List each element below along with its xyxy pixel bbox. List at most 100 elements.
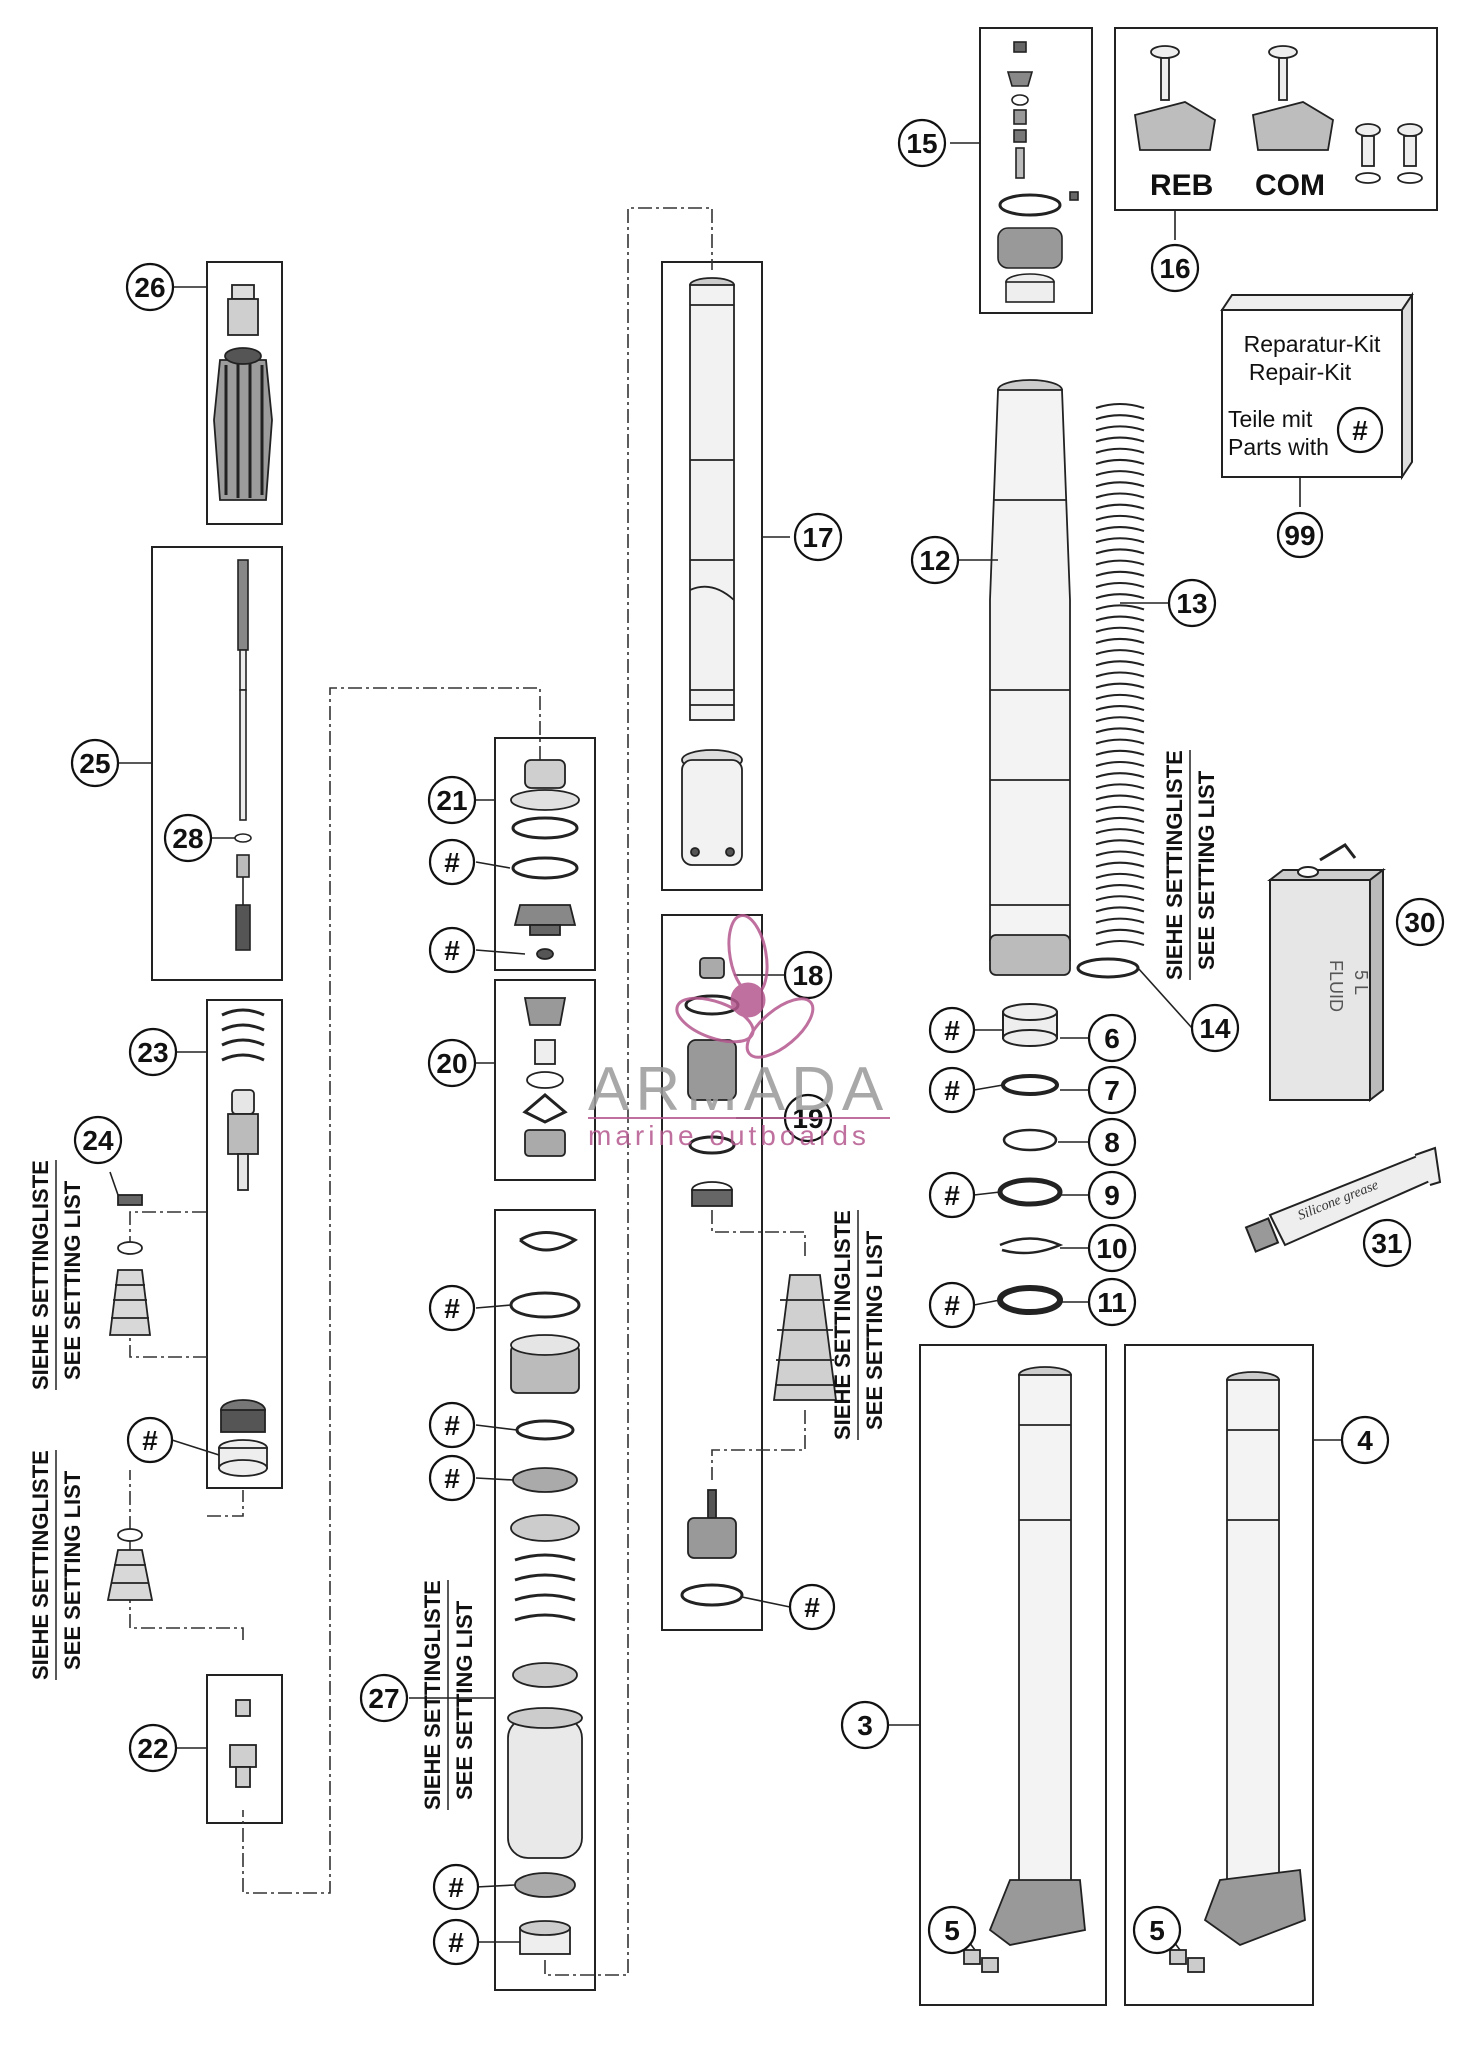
callout-number: # bbox=[1352, 415, 1368, 446]
callout-number: 27 bbox=[368, 1683, 399, 1714]
setting-list-de: SIEHE SETTINGLISTE bbox=[830, 1210, 855, 1440]
setting-list-label-27: SIEHE SETTINGLISTE SEE SETTING LIST bbox=[420, 1580, 477, 1810]
callout-number: # bbox=[444, 847, 460, 878]
callout-number: # bbox=[444, 1410, 460, 1441]
callout-20: 20 bbox=[427, 1038, 477, 1088]
frame-22 bbox=[206, 1674, 283, 1824]
callout-number: 7 bbox=[1104, 1075, 1120, 1106]
part-14-ring bbox=[1076, 957, 1140, 979]
callout-26: 26 bbox=[125, 262, 175, 312]
callout-number: # bbox=[944, 1180, 960, 1211]
callout-number: 26 bbox=[134, 272, 165, 303]
part-22-valve bbox=[229, 1699, 257, 1788]
callout-15: 15 bbox=[897, 118, 947, 168]
callout-number: 18 bbox=[792, 960, 823, 991]
callout-circle bbox=[70, 738, 120, 788]
callout-circle bbox=[427, 775, 477, 825]
parts-6-to-11-rings bbox=[997, 1003, 1064, 1315]
frame-19 bbox=[661, 914, 763, 1631]
callout-number: 25 bbox=[79, 748, 110, 779]
callout-12: 12 bbox=[910, 535, 960, 585]
callout-6: 6 bbox=[1087, 1013, 1137, 1063]
leader-lines bbox=[109, 142, 1342, 1951]
callout-circle bbox=[428, 1284, 476, 1332]
part-13-fork-spring bbox=[1095, 403, 1145, 946]
callout-30: 30 bbox=[1395, 897, 1445, 947]
part-25-piston-rod bbox=[234, 559, 252, 951]
callout-circle bbox=[126, 1416, 174, 1464]
callout-circle bbox=[1276, 511, 1324, 559]
callout-number: 13 bbox=[1176, 588, 1207, 619]
frame-23 bbox=[206, 999, 283, 1489]
callout-number: 5 bbox=[944, 1915, 960, 1946]
repair-kit-marker: # bbox=[928, 1171, 976, 1219]
callout-number: 12 bbox=[919, 545, 950, 576]
callout-number: # bbox=[804, 1592, 820, 1623]
callout-circle bbox=[359, 1673, 409, 1723]
part-30-fluid-can bbox=[1267, 843, 1386, 1103]
callout-circle bbox=[1132, 1905, 1182, 1955]
compression-label: COM bbox=[1255, 169, 1325, 202]
repair-kit-marker: # bbox=[126, 1416, 174, 1464]
callout-number: 11 bbox=[1097, 1287, 1127, 1318]
callout-circle bbox=[927, 1905, 977, 1955]
callout-number: 99 bbox=[1284, 520, 1315, 551]
callout-circle bbox=[1150, 243, 1200, 293]
callout-circle bbox=[432, 1863, 480, 1911]
part-16-adjusters bbox=[1133, 45, 1423, 184]
frame-27 bbox=[494, 1209, 596, 1991]
callout-circle bbox=[428, 1454, 476, 1502]
callout-circle bbox=[1340, 1415, 1390, 1465]
callout-circle bbox=[1190, 1003, 1240, 1053]
callout-number: # bbox=[944, 1015, 960, 1046]
fluid-volume: 5 L bbox=[1351, 970, 1371, 995]
setting-list-en: SEE SETTING LIST bbox=[862, 1230, 887, 1430]
callout-number: 9 bbox=[1104, 1180, 1120, 1211]
callout-circle bbox=[1167, 578, 1217, 628]
callout-circle bbox=[432, 1918, 480, 1966]
watermark-brand: ARMADA bbox=[588, 1055, 889, 1124]
propeller-logo bbox=[675, 913, 815, 1059]
watermark-tagline: marine outboards bbox=[588, 1120, 870, 1151]
part-23-valve-assembly bbox=[220, 1008, 266, 1433]
part-20-valve-parts bbox=[522, 997, 568, 1157]
frame-21 bbox=[494, 737, 596, 971]
repair-kit-marker: # bbox=[928, 1281, 976, 1329]
callout-number: # bbox=[448, 1927, 464, 1958]
callout-number: 22 bbox=[137, 1733, 168, 1764]
setting-list-label-left-lower: SIEHE SETTINGLISTE SEE SETTING LIST bbox=[28, 1450, 85, 1680]
callout-circle bbox=[1087, 1117, 1137, 1167]
callout-circle bbox=[428, 838, 476, 886]
callout-number: 24 bbox=[82, 1125, 114, 1156]
setting-list-en: SEE SETTING LIST bbox=[1194, 770, 1219, 970]
repair-kit-marker: # bbox=[428, 838, 476, 886]
fluid-can-label: FLUID 5 L bbox=[1326, 960, 1371, 1012]
callout-circle bbox=[1362, 1218, 1412, 1268]
callout-number: 31 bbox=[1371, 1228, 1402, 1259]
part-27-shim-stack bbox=[507, 1231, 583, 1955]
callout-9: 9 bbox=[1087, 1170, 1137, 1220]
setting-list-de: SIEHE SETTINGLISTE bbox=[420, 1580, 445, 1810]
frame-3 bbox=[919, 1344, 1107, 2006]
callout-circle bbox=[1087, 1223, 1137, 1273]
setting-list-en: SEE SETTING LIST bbox=[60, 1470, 85, 1670]
callout-number: 5 bbox=[1149, 1915, 1165, 1946]
part-21-compression-base bbox=[510, 759, 580, 960]
callout-circle bbox=[125, 262, 175, 312]
callout-circle bbox=[928, 1281, 976, 1329]
frame-26 bbox=[206, 261, 283, 525]
callout-number: # bbox=[944, 1290, 960, 1321]
callout-18: 18 bbox=[783, 950, 833, 1000]
rebound-label: REB bbox=[1150, 169, 1213, 202]
callout-31: 31 bbox=[1362, 1218, 1412, 1268]
part-19-base-valve bbox=[680, 957, 838, 1607]
callout-circle bbox=[128, 1027, 178, 1077]
setting-list-de: SIEHE SETTINGLISTE bbox=[28, 1450, 53, 1680]
callout-circle bbox=[1395, 897, 1445, 947]
callout-circle bbox=[1087, 1277, 1137, 1327]
callout-21: 21 bbox=[427, 775, 477, 825]
repair-kit-title-de: Reparatur-Kit bbox=[1244, 331, 1381, 357]
callout-markers: 2625282324#2221##20###27##171819#1516991… bbox=[70, 118, 1445, 1966]
part-24-bump-rubber bbox=[108, 1194, 152, 1336]
